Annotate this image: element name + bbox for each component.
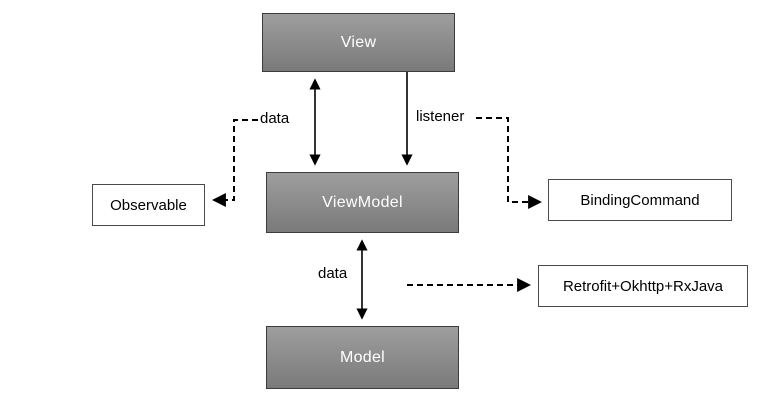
node-retrofit-okhttp-rxjava-label: Retrofit+Okhttp+RxJava	[562, 277, 724, 295]
dashed-arrow-binding-command	[476, 117, 543, 209]
node-viewmodel: ViewModel	[266, 172, 459, 233]
node-binding-command-label: BindingCommand	[580, 191, 700, 209]
node-view: View	[262, 13, 455, 72]
node-observable-label: Observable	[110, 196, 187, 214]
node-model: Model	[266, 326, 459, 389]
node-binding-command: BindingCommand	[548, 179, 732, 221]
node-observable: Observable	[92, 184, 205, 226]
node-viewmodel-label: ViewModel	[322, 193, 403, 211]
node-model-label: Model	[339, 348, 386, 366]
dashed-arrow-observable	[211, 119, 258, 207]
edge-label-listener: listener	[416, 108, 465, 125]
node-view-label: View	[340, 33, 377, 51]
edge-label-data-bottom: data	[318, 265, 348, 282]
edge-label-data-top: data	[260, 110, 290, 127]
node-retrofit-okhttp-rxjava: Retrofit+Okhttp+RxJava	[538, 265, 748, 307]
